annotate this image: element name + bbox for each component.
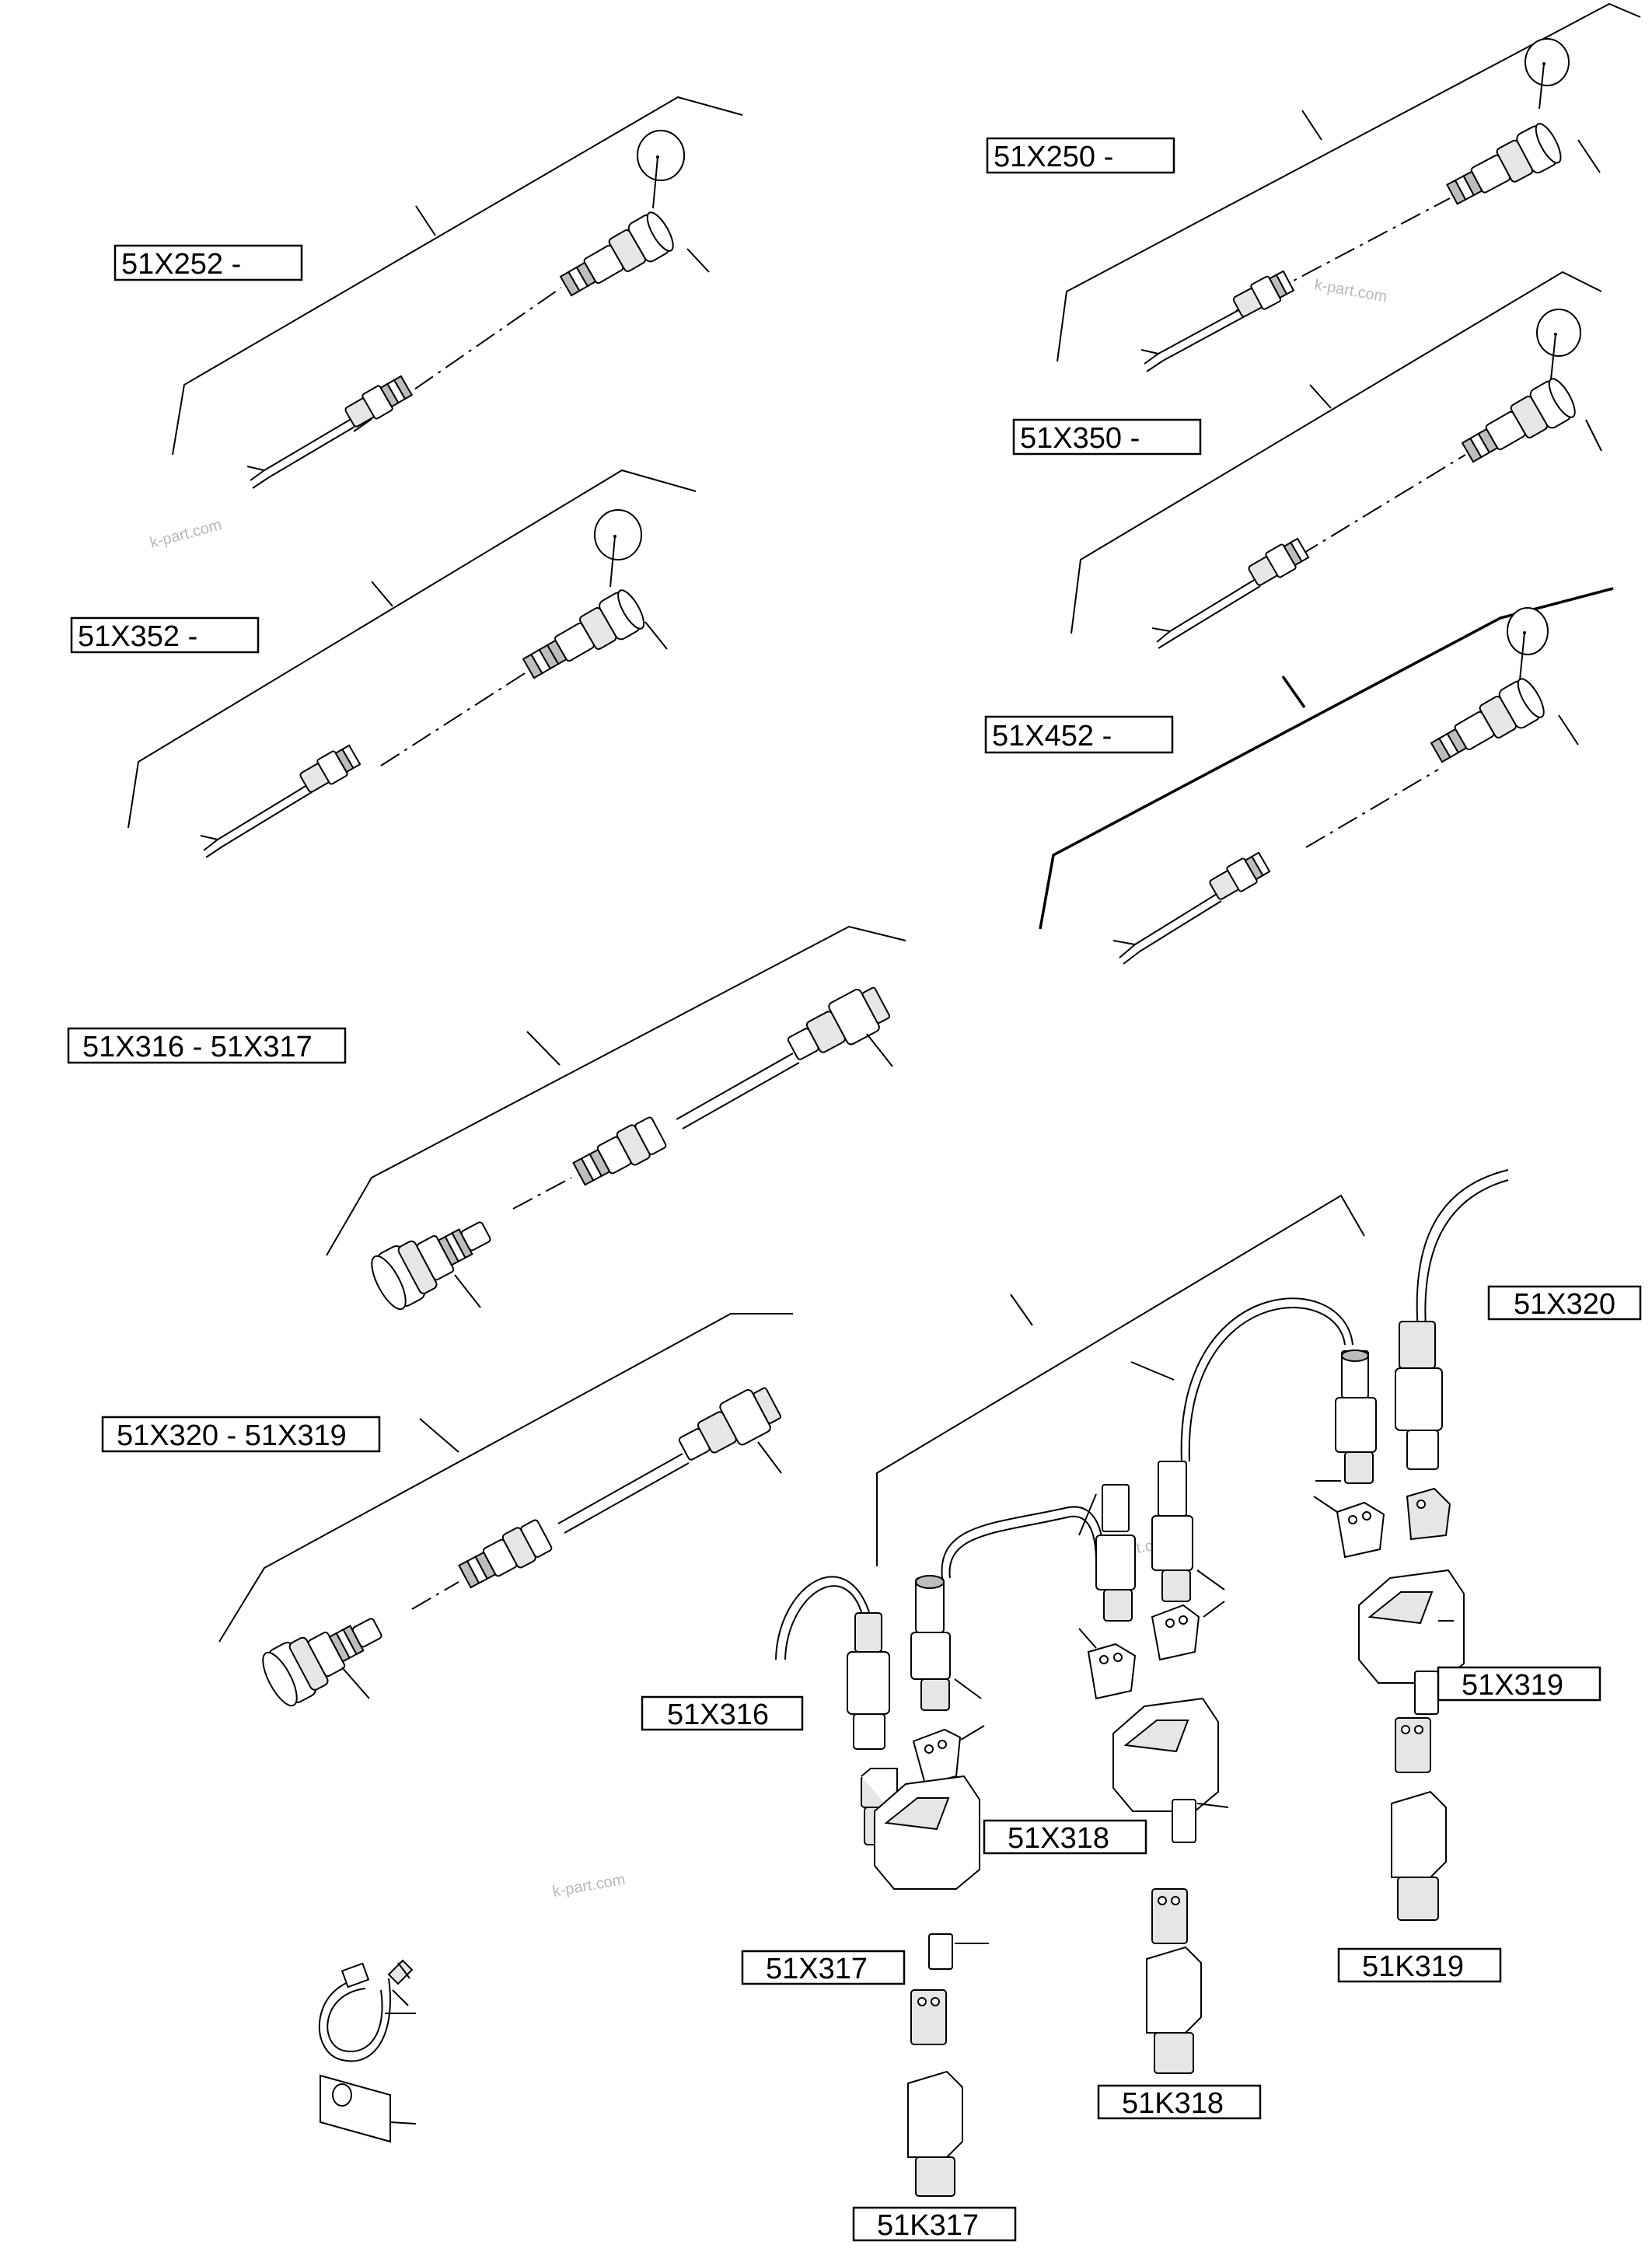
label-51k319: 51K319 bbox=[1337, 1947, 1502, 1983]
label-51k317: 51K317 bbox=[852, 2206, 1017, 2242]
group-bracket bbox=[1070, 271, 1602, 634]
connector-51x316-body bbox=[854, 1612, 882, 1653]
assembly-51x320-51x319 bbox=[218, 1313, 793, 1707]
assembly-51x352 bbox=[127, 469, 697, 858]
group-bracket bbox=[1057, 2, 1641, 362]
label-text: 51X320 - 51X319 bbox=[117, 1419, 347, 1452]
label-text: 51X316 - 51X317 bbox=[82, 1031, 313, 1063]
label-51x250: 51X250 - bbox=[986, 137, 1175, 174]
group-bracket bbox=[172, 96, 743, 456]
exploded-connector-group bbox=[775, 1169, 1509, 2197]
assembly-51x452 bbox=[1039, 587, 1614, 965]
label-text: 51X250 - bbox=[994, 141, 1113, 173]
label-text: 51X318 bbox=[1008, 1822, 1109, 1855]
watermark: k-part.com bbox=[551, 1871, 627, 1901]
label-text: 51K318 bbox=[1122, 2087, 1224, 2120]
label-text: 51X352 - bbox=[78, 620, 197, 653]
label-51x320: 51X320 bbox=[1487, 1285, 1642, 1321]
group-bracket bbox=[1039, 587, 1614, 930]
label-51x320-51x319: 51X320 - 51X319 bbox=[101, 1416, 381, 1453]
label-51k318: 51K318 bbox=[1097, 2084, 1262, 2120]
group-bracket bbox=[218, 1313, 793, 1643]
group-bracket bbox=[326, 925, 906, 1256]
label-text: 51K319 bbox=[1362, 1950, 1464, 1983]
assembly-51x250 bbox=[1057, 2, 1641, 372]
label-51x252: 51X252 - bbox=[114, 244, 303, 281]
label-51x350: 51X350 - bbox=[1012, 418, 1202, 456]
label-text: 51X316 bbox=[667, 1699, 769, 1731]
assembly-51x350 bbox=[1070, 271, 1602, 649]
cable-tie-and-label bbox=[318, 1959, 417, 2143]
label-51x318: 51X318 bbox=[983, 1819, 1147, 1855]
label-text: 51X252 - bbox=[121, 248, 241, 281]
label-51x452: 51X452 - bbox=[984, 715, 1174, 754]
label-text: 51X320 bbox=[1514, 1288, 1615, 1321]
label-text: 51X319 bbox=[1462, 1669, 1563, 1702]
label-51x352: 51X352 - bbox=[70, 616, 260, 654]
label-51x316-51x317: 51X316 - 51X317 bbox=[67, 1027, 347, 1064]
label-text: 51X452 - bbox=[992, 720, 1112, 752]
label-51x317: 51X317 bbox=[741, 1950, 906, 1985]
label-51x316: 51X316 bbox=[641, 1695, 804, 1731]
assembly-51x252 bbox=[172, 96, 743, 489]
group-bracket bbox=[127, 469, 697, 829]
label-text: 51K317 bbox=[877, 2209, 979, 2242]
watermark: k-part.com bbox=[1313, 276, 1388, 306]
label-text: 51X350 - bbox=[1020, 422, 1140, 455]
watermark: k-part.com bbox=[148, 516, 224, 552]
label-text: 51X317 bbox=[766, 1953, 868, 1985]
assembly-51x316-51x317 bbox=[326, 925, 906, 1311]
label-51x319: 51X319 bbox=[1437, 1666, 1601, 1702]
group-bracket bbox=[876, 1194, 1365, 1566]
